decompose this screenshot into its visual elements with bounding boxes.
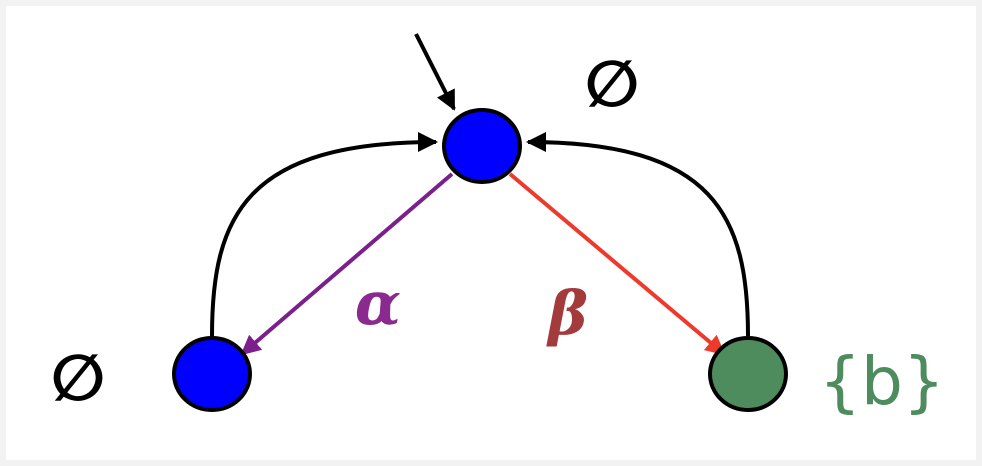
label-beta: β [546,279,588,349]
diagram-frame: ∅ ∅ α β {b} [6,6,976,460]
node-left [172,336,252,412]
label-left-empty-set: ∅ [51,342,106,416]
initial-arrow [414,33,456,111]
label-right-set: {b} [819,343,945,420]
node-top [442,108,522,184]
edge-right-return [526,132,750,337]
edge-beta [508,172,726,356]
edge-left-return [210,132,438,337]
state-diagram: ∅ ∅ α β {b} [51,33,945,420]
node-right [708,336,788,412]
edge-alpha [240,172,454,356]
label-top-empty-set: ∅ [585,48,640,122]
label-alpha: α [355,269,401,339]
